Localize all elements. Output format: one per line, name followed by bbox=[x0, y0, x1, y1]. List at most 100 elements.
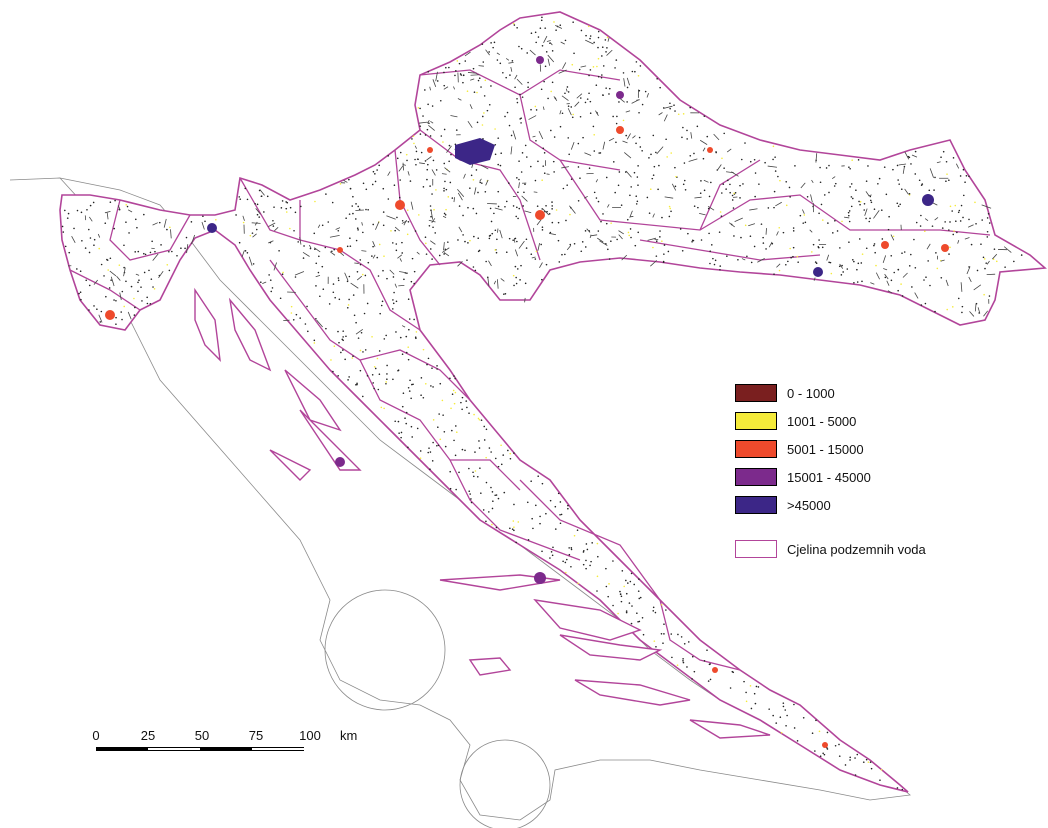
settlement-dot bbox=[418, 214, 420, 216]
settlement-dot bbox=[785, 263, 787, 266]
settlement-dot bbox=[665, 609, 667, 611]
settlement-dot bbox=[395, 249, 398, 252]
settlement-dot bbox=[478, 440, 480, 442]
settlement-dot bbox=[566, 86, 569, 88]
settlement-dot bbox=[949, 221, 951, 223]
settlement-dot bbox=[737, 259, 739, 261]
settlement-dot bbox=[534, 105, 537, 108]
settlement-dot bbox=[683, 162, 686, 164]
settlement-dot bbox=[934, 176, 936, 179]
settlement-dot bbox=[395, 300, 398, 303]
settlement-dot bbox=[256, 213, 259, 216]
settlement-dot bbox=[160, 244, 162, 246]
settlement-dot bbox=[693, 670, 696, 673]
settlement-dot bbox=[401, 252, 404, 254]
river-segment bbox=[398, 165, 404, 172]
river-segment bbox=[623, 78, 626, 87]
settlement-dot bbox=[703, 115, 706, 117]
settlement-dot bbox=[429, 205, 432, 207]
settlement-dot bbox=[66, 217, 69, 219]
settlement-dot bbox=[394, 229, 396, 232]
settlement-dot bbox=[549, 557, 551, 559]
river-segment bbox=[430, 210, 434, 220]
settlement-dot bbox=[503, 491, 506, 494]
settlement-dot bbox=[628, 602, 631, 604]
settlement-dot bbox=[551, 201, 553, 203]
settlement-dot bbox=[572, 113, 574, 116]
settlement-dot bbox=[378, 350, 381, 352]
settlement-dot bbox=[413, 282, 415, 285]
river-segment bbox=[562, 62, 567, 69]
settlement-dot bbox=[868, 220, 871, 223]
settlement-dot bbox=[472, 67, 475, 70]
settlement-dot bbox=[657, 188, 659, 191]
settlement-dot bbox=[745, 691, 747, 694]
settlement-dot bbox=[387, 155, 390, 157]
river-segment bbox=[626, 133, 631, 140]
settlement-dot bbox=[984, 267, 986, 270]
river-segment bbox=[865, 191, 870, 197]
settlement-dot bbox=[392, 276, 395, 278]
river-segment bbox=[911, 154, 918, 158]
settlement-dot bbox=[815, 262, 818, 265]
settlement-dot bbox=[372, 170, 375, 173]
river-segment bbox=[432, 79, 437, 88]
settlement-dot bbox=[494, 249, 497, 251]
settlement-dot bbox=[404, 417, 406, 420]
settlement-dot bbox=[849, 759, 851, 761]
settlement-dot bbox=[965, 174, 968, 177]
river-segment bbox=[394, 226, 400, 232]
river-segment bbox=[315, 274, 321, 278]
settlement-dot bbox=[306, 305, 308, 308]
river-segment bbox=[776, 263, 781, 268]
settlement-dot bbox=[675, 175, 677, 178]
river-segment bbox=[702, 147, 706, 152]
settlement-dot bbox=[473, 91, 476, 93]
settlement-dot bbox=[616, 115, 618, 118]
settlement-dot bbox=[382, 187, 385, 190]
settlement-dot bbox=[435, 169, 438, 171]
settlement-dot bbox=[541, 16, 543, 19]
settlement-dot bbox=[753, 692, 756, 695]
settlement-dot bbox=[579, 97, 582, 99]
settlement-dot bbox=[861, 280, 863, 283]
settlement-dot bbox=[429, 185, 431, 187]
settlement-dot bbox=[880, 209, 883, 211]
settlement-dot bbox=[940, 156, 942, 159]
settlement-dot bbox=[956, 231, 958, 234]
settlement-dot bbox=[458, 62, 461, 65]
settlement-dot bbox=[347, 379, 349, 381]
settlement-dot bbox=[836, 230, 839, 232]
settlement-dot bbox=[618, 101, 620, 103]
river-segment bbox=[646, 93, 649, 98]
settlement-dot bbox=[785, 204, 788, 207]
settlement-dot bbox=[981, 219, 983, 221]
river-segment bbox=[776, 231, 779, 236]
settlement-dot bbox=[294, 276, 297, 278]
settlement-dot bbox=[451, 429, 453, 432]
settlement-dot bbox=[401, 353, 404, 355]
river-segment bbox=[521, 195, 528, 202]
settlement-dot bbox=[589, 100, 592, 103]
settlement-dot bbox=[169, 226, 171, 229]
settlement-dot bbox=[691, 678, 693, 680]
settlement-dot bbox=[551, 205, 553, 207]
settlement-dot bbox=[778, 269, 781, 272]
settlement-dot bbox=[638, 578, 640, 580]
settlement-dot bbox=[608, 583, 610, 585]
settlement-dot bbox=[467, 206, 469, 209]
settlement-dot bbox=[577, 166, 580, 168]
settlement-dot bbox=[778, 226, 781, 229]
river-segment bbox=[430, 240, 436, 245]
settlement-dot bbox=[622, 72, 625, 74]
river-segment bbox=[884, 273, 889, 280]
settlement-dot bbox=[420, 151, 423, 154]
settlement-dot bbox=[486, 109, 489, 112]
settlement-dot bbox=[325, 193, 327, 195]
river-segment bbox=[497, 279, 499, 289]
river-segment bbox=[467, 120, 473, 128]
settlement-dot bbox=[278, 249, 280, 252]
river-segment bbox=[71, 235, 76, 243]
settlement-dot bbox=[515, 282, 518, 285]
settlement-dot bbox=[722, 183, 725, 185]
